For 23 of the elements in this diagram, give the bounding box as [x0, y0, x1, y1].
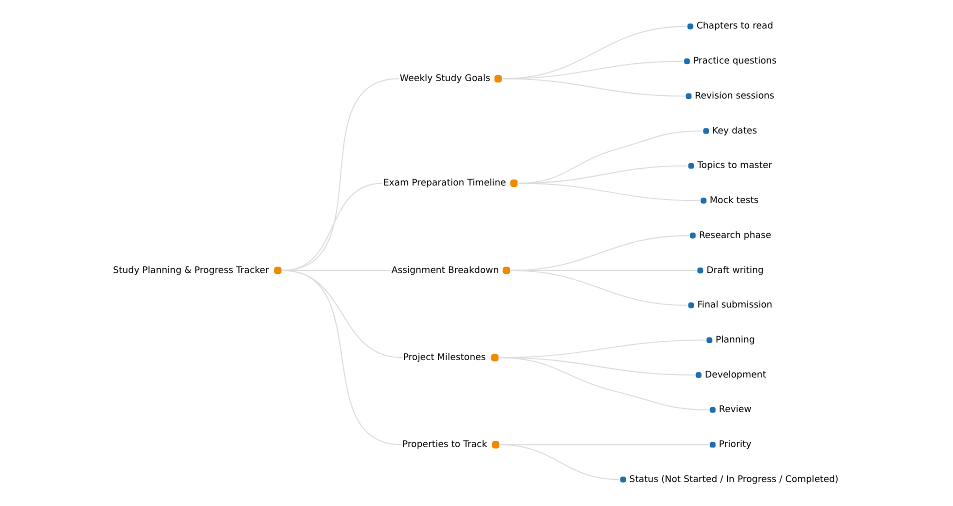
connector	[500, 444, 619, 480]
node-label: Final submission	[696, 300, 772, 311]
node-label: Assignment Breakdown	[391, 266, 498, 276]
node-label: Key dates	[712, 126, 756, 136]
node-label: Study Planning & Progress Tracker	[112, 266, 269, 276]
node-label: Weekly Study Goals	[399, 74, 490, 84]
connector	[282, 270, 402, 446]
node-label: Research phase	[698, 230, 771, 241]
node-label: Properties to Track	[402, 440, 487, 450]
node-label: Draft writing	[706, 266, 764, 276]
node-label: Review	[718, 405, 751, 416]
node-label: Chapters to read	[696, 22, 773, 32]
node-label: Status (Not Started / In Progress / Completed)	[628, 474, 838, 485]
node-label: Planning	[715, 335, 754, 346]
node-label: Practice questions	[692, 56, 776, 67]
node-label: Revision sessions	[694, 91, 774, 102]
node-label: Project Milestones	[402, 352, 486, 363]
node-label: Priority	[718, 440, 751, 450]
node-label: Topics to master	[696, 161, 772, 172]
node-label: Mock tests	[709, 196, 758, 206]
connector	[498, 357, 708, 410]
node-label: Exam Preparation Timeline	[382, 178, 506, 189]
node-label: Development	[704, 370, 766, 380]
